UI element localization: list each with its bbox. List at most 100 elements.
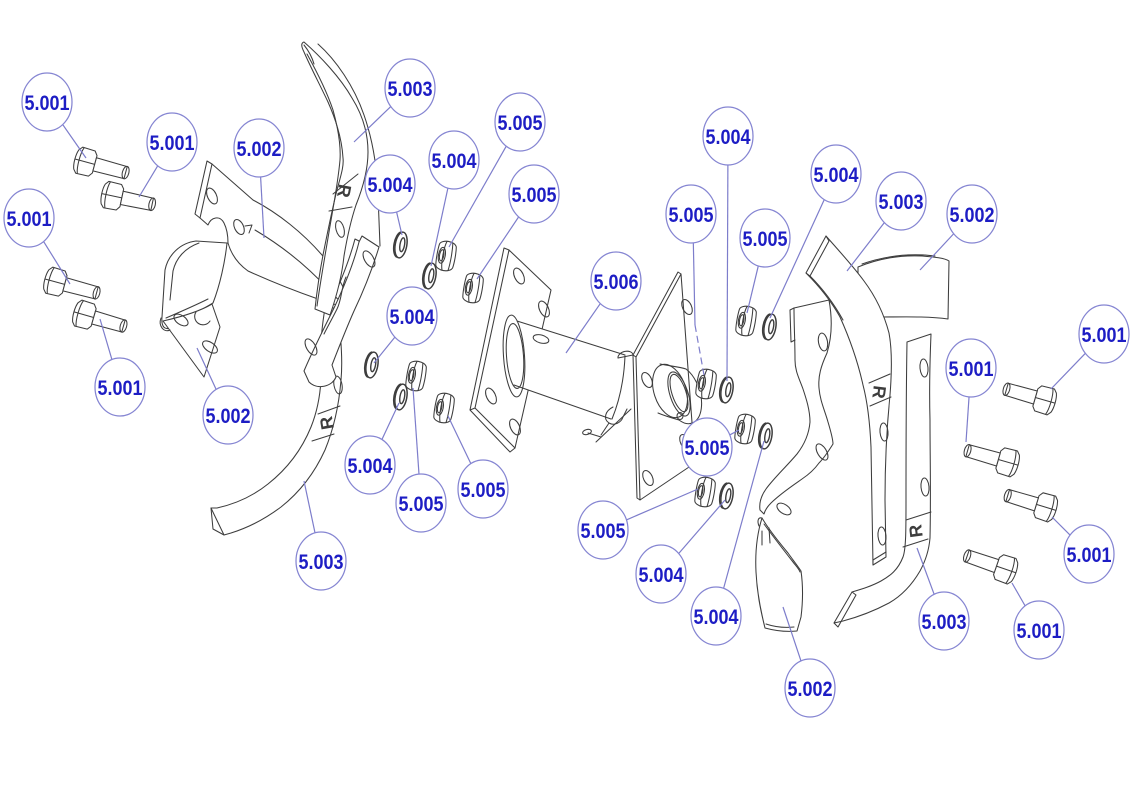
- hex-nut: [435, 240, 457, 272]
- part-band-right-path: [857, 255, 950, 320]
- balloon-label: 5.001: [7, 207, 52, 231]
- washer: [761, 313, 777, 341]
- balloon-ellipse: [386, 286, 438, 346]
- hex-bolt-ellipse: [121, 165, 130, 180]
- washer: [392, 231, 408, 259]
- hex-nut-path: [441, 240, 448, 271]
- balloon-label: 5.005: [498, 111, 543, 135]
- part-saddle-clamp-right-ellipse: [815, 443, 829, 461]
- part-saddle-clamp-left-ellipse: [173, 313, 189, 327]
- hex-nut-path: [741, 305, 748, 336]
- hex-nut: [694, 476, 716, 508]
- part-hub-flange-left-ellipse: [509, 418, 521, 436]
- hex-nut-ellipse: [737, 422, 744, 435]
- hex-nut-ellipse: [436, 401, 443, 414]
- callout-5.004: 5.004: [364, 154, 416, 236]
- balloon-label: 5.002: [206, 404, 251, 428]
- part-blade-upper-right-path: [805, 235, 844, 321]
- part-saddle-clamp-left-path: [194, 311, 211, 326]
- balloon-ellipse: [681, 417, 733, 477]
- balloon-ellipse: [918, 591, 970, 651]
- hex-bolt: [43, 266, 101, 300]
- part-hub-tube: [502, 314, 634, 420]
- part-stamp-letter: R: [316, 415, 338, 431]
- part-hub-boss-path: [657, 363, 687, 421]
- callout-5.004: 5.004: [702, 106, 754, 382]
- callout-5.005: 5.005: [448, 92, 546, 248]
- balloon-label: 5.005: [685, 436, 730, 460]
- balloon-label: 5.004: [694, 605, 739, 629]
- callout-5.003: 5.003: [295, 480, 347, 591]
- washer: [718, 376, 734, 404]
- washer-ellipse: [365, 351, 379, 379]
- washer: [363, 351, 379, 379]
- leader-line: [1050, 352, 1086, 390]
- hex-nut-path: [747, 307, 754, 337]
- balloon-ellipse: [635, 544, 687, 604]
- part-saddle-clamp-right: [755, 299, 834, 632]
- balloon-label: 5.001: [150, 131, 195, 155]
- part-hub-flange-left-path: [474, 249, 552, 449]
- hex-nut-ellipse: [697, 374, 707, 392]
- leader-line: [916, 547, 935, 595]
- part-hub-tube-path: [513, 320, 626, 420]
- part-hub-boss-ellipse: [669, 373, 689, 413]
- part-hub-cotter-clip-path: [595, 408, 632, 443]
- balloon-label: 5.002: [950, 203, 995, 227]
- balloon-label: 5.004: [390, 305, 435, 329]
- callout-5.002: 5.002: [196, 347, 254, 445]
- washer-path: [718, 482, 728, 509]
- part-hub-flange-right-ellipse: [641, 371, 653, 389]
- callout-5.001: 5.001: [1011, 582, 1065, 660]
- balloon-label: 5.004: [639, 563, 684, 587]
- hex-nut-path: [417, 362, 424, 392]
- hex-bolt-ellipse: [148, 197, 157, 212]
- washer: [718, 482, 734, 510]
- washer-path: [757, 422, 767, 449]
- washer-path: [392, 383, 402, 410]
- balloon-ellipse: [364, 154, 416, 214]
- part-hub-flange-left-ellipse: [485, 387, 497, 405]
- leader-line: [769, 199, 825, 319]
- hex-nut: [734, 413, 756, 445]
- hex-bolt-path: [1004, 382, 1038, 405]
- washer: [392, 383, 408, 411]
- part-hub-flange-left-ellipse: [538, 300, 550, 318]
- washer-ellipse: [423, 262, 437, 290]
- hex-nut-ellipse: [407, 366, 417, 384]
- hex-nut-ellipse: [737, 311, 747, 329]
- balloon-ellipse: [690, 586, 742, 646]
- part-blade-upper-left-path: [328, 173, 359, 212]
- part-blade-upper-left: [301, 41, 369, 316]
- balloon-ellipse: [810, 144, 862, 204]
- balloon-ellipse: [395, 473, 447, 533]
- part-blade-ghost-edge-left-path: [317, 43, 381, 247]
- callout-5.006: 5.006: [565, 251, 642, 354]
- hex-nut-ellipse: [698, 377, 705, 390]
- hex-bolt-path: [91, 310, 126, 333]
- leader-line: [260, 176, 265, 239]
- part-saddle-clamp-right-path: [757, 517, 763, 527]
- hex-nut-path: [439, 392, 446, 423]
- part-hub-boss-path: [678, 368, 703, 425]
- hex-nut-path: [447, 242, 454, 272]
- hex-nut: [433, 392, 455, 424]
- washer-path: [718, 376, 728, 403]
- hex-nut-path: [411, 360, 418, 391]
- callout-5.001: 5.001: [138, 112, 198, 198]
- hex-bolt-path: [1034, 388, 1056, 415]
- balloon-ellipse: [665, 184, 717, 244]
- hex-bolt-path: [101, 181, 123, 209]
- hex-nut: [462, 272, 484, 304]
- balloon-ellipse: [457, 459, 509, 519]
- hex-nut: [405, 360, 427, 392]
- part-blade-lower-left-path: [311, 405, 341, 442]
- washer-ellipse: [763, 428, 771, 444]
- leader-line: [965, 396, 970, 443]
- leader-line: [447, 415, 472, 464]
- hex-bolt: [1002, 382, 1057, 416]
- balloon-label: 5.002: [237, 137, 282, 161]
- leader-line: [476, 216, 520, 280]
